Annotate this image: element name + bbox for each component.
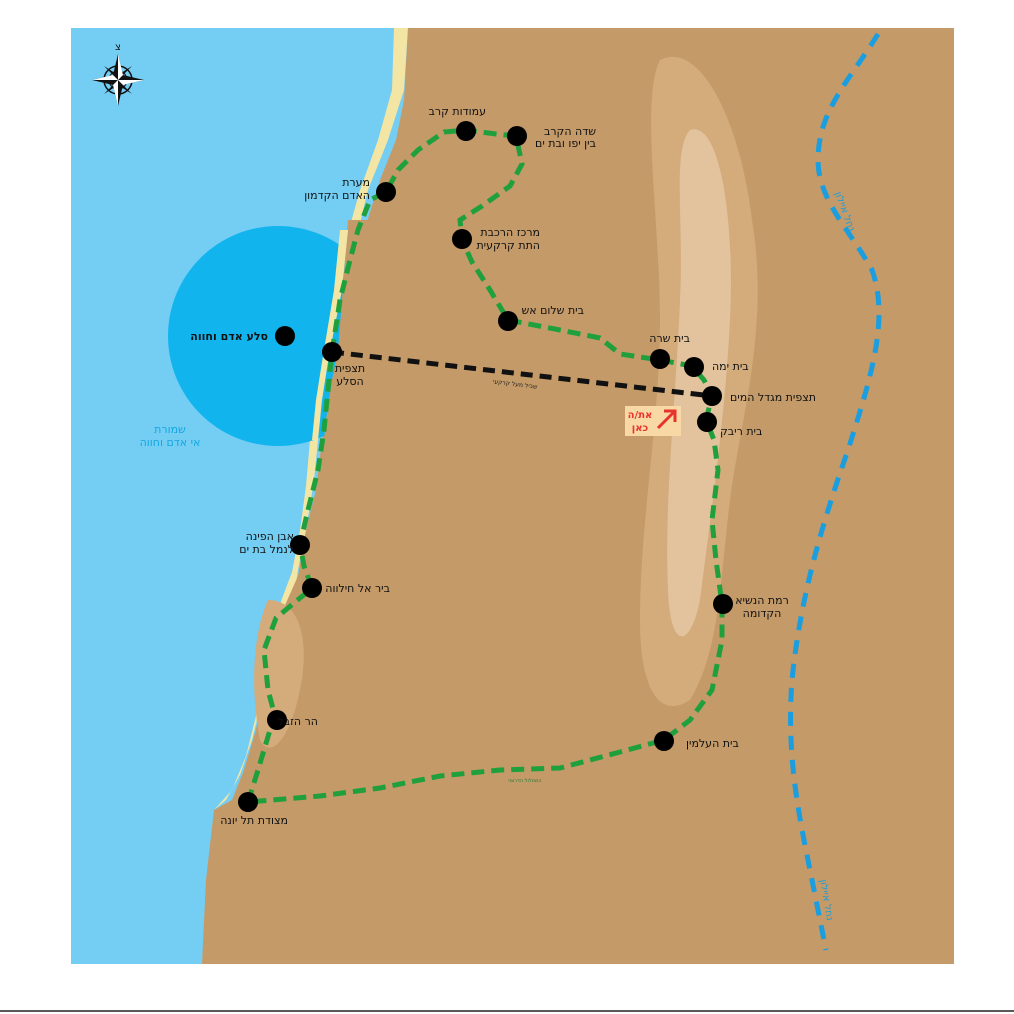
southern-trail-label: המסלול הדרומי	[508, 778, 541, 784]
stop-label-sde-hakrav: שדה הקרב	[544, 125, 596, 138]
green-trail	[245, 127, 725, 805]
you-are-here-marker: את/ה כאן	[625, 406, 681, 436]
stop-label-amudot: עמודות קרב	[429, 105, 486, 118]
stop-label-even-hapina: לנמל בת ים	[239, 543, 294, 556]
stop-marker-beit-yama	[684, 357, 704, 377]
stop-label-beit-shalom: בית שלום אש	[521, 304, 584, 317]
stop-label-rock-view: תצפית	[335, 362, 365, 375]
arrow-up-right-icon	[656, 409, 677, 430]
stop-label-rock-view: הסלע	[336, 375, 363, 388]
sand-over-circle	[312, 230, 348, 440]
reserve-label-line1: שמורת	[154, 423, 186, 436]
stop-marker-metzudat	[238, 792, 258, 812]
stop-label-even-hapina: אבן הפינה	[246, 530, 294, 543]
stop-label-beit-haalmin: בית העלמין	[686, 737, 739, 750]
stop-label-rail-center: התת קרקעית	[476, 239, 540, 252]
stop-marker-beit-rivka	[697, 412, 717, 432]
land-over-circle	[322, 220, 420, 460]
compass-north-letter: צ	[115, 42, 121, 53]
reserve-label-line2: אי אדם וחווה	[140, 436, 201, 449]
stop-label-beit-sara: בית שרה	[649, 332, 690, 345]
stop-marker-bir-al	[302, 578, 322, 598]
hill-inner	[667, 129, 731, 637]
stop-marker-rail-center	[452, 229, 472, 249]
dashed-road	[331, 349, 713, 399]
stop-label-beit-yama: בית ימה	[712, 360, 749, 373]
stop-marker-beit-shalom	[498, 311, 518, 331]
stop-marker-rock-view	[322, 342, 342, 362]
here-line1: את/ה	[628, 410, 653, 421]
stop-label-metzudat: מצודת תל יונה	[220, 814, 288, 827]
stop-label-bir-al: ביר אל חילווה	[325, 582, 390, 595]
stop-label-cave: האדם הקדמון	[304, 189, 370, 202]
stop-marker-cave	[376, 182, 396, 202]
stop-marker-beit-sara	[650, 349, 670, 369]
stop-marker-even-hapina	[290, 535, 310, 555]
stop-marker-sde-hakrav	[507, 126, 527, 146]
stop-marker-ramat	[713, 594, 733, 614]
stop-marker-beit-haalmin	[654, 731, 674, 751]
stop-label-cave: מערת	[342, 176, 370, 189]
stop-marker-tower-view	[702, 386, 722, 406]
compass-rose-icon	[92, 54, 144, 106]
stop-label-beit-rivka: בית ריבק	[720, 425, 762, 438]
stop-label-ramat: הקדומה	[743, 607, 782, 620]
stop-label-tower-view: תצפית מגדל המים	[730, 391, 816, 404]
stop-label-ramat: רמת הנשיא	[735, 594, 789, 607]
rock-label: סלע אדם וחווה	[190, 330, 268, 343]
stop-label-rail-center: מרכז הרכבת	[480, 226, 540, 239]
stop-label-sde-hakrav: בין יפו ובת ים	[535, 137, 596, 150]
river-east	[788, 32, 882, 951]
rock-marker	[275, 326, 295, 346]
stop-marker-har-hazevel	[267, 710, 287, 730]
stop-label-har-hazevel: הר הזבל	[278, 715, 319, 728]
here-line2: כאן	[632, 423, 649, 434]
stop-marker-amudot	[456, 121, 476, 141]
